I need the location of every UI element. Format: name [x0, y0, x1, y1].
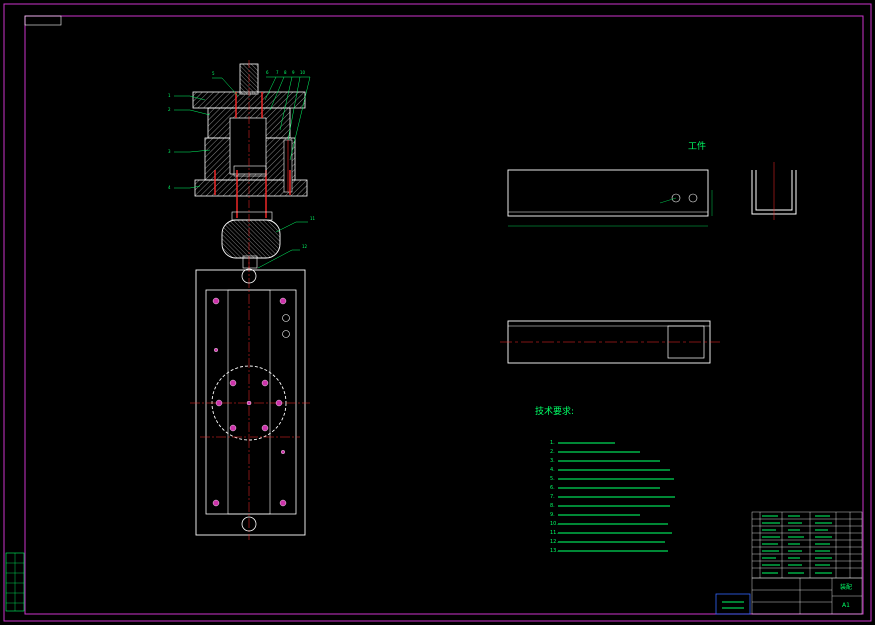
parts-list-text-marks	[762, 515, 832, 574]
balloon-label: 3	[168, 149, 171, 154]
workpiece-front-view	[507, 169, 713, 227]
tech-note: 4.	[550, 467, 555, 473]
die-assembly-section	[192, 60, 308, 270]
tech-requirements-title: 技术要求:	[535, 405, 574, 417]
die-plan-view	[190, 262, 310, 540]
balloon-leaders	[174, 76, 311, 269]
tech-note: 3.	[550, 458, 555, 464]
workpiece-u-section	[751, 162, 797, 220]
school-logo-marks	[722, 601, 744, 609]
tech-note: 13.	[550, 548, 558, 554]
tech-note: 11.	[550, 530, 558, 536]
tech-note: 1.	[550, 440, 555, 446]
balloon-label: 4	[168, 185, 171, 190]
balloon-label: 11	[310, 216, 316, 221]
balloon-label: 6	[266, 70, 269, 75]
inner-border	[24, 15, 864, 615]
tech-note: 5.	[550, 476, 555, 482]
balloon-label: 12	[302, 244, 308, 249]
title-block-number: A1	[842, 602, 850, 609]
title-tab	[24, 15, 62, 26]
balloon-label: 5	[212, 71, 215, 76]
tech-note: 7.	[550, 494, 555, 500]
title-block	[751, 577, 863, 615]
tech-notes: 1. 2. 3. 4. 5. 6. 7. 8. 9. 10. 11. 12. 1…	[550, 440, 675, 554]
workpiece-top-view	[500, 320, 720, 364]
balloon-label: 1	[168, 93, 171, 98]
parts-list	[751, 511, 863, 579]
balloon-label: 10	[300, 70, 306, 75]
workpiece-label: 工件	[688, 140, 706, 152]
tech-note: 9.	[550, 512, 555, 518]
balloon-label: 7	[276, 70, 279, 75]
tech-note: 2.	[550, 449, 555, 455]
balloon-label: 9	[292, 70, 295, 75]
school-logo-box	[715, 593, 751, 615]
tech-note: 8.	[550, 503, 555, 509]
left-stamp-lines	[6, 553, 24, 611]
tech-note: 10.	[550, 521, 558, 527]
balloon-label: 8	[284, 70, 287, 75]
outer-border	[3, 3, 872, 622]
tech-note: 12.	[550, 539, 558, 545]
tech-note: 6.	[550, 485, 555, 491]
balloon-label: 2	[168, 107, 171, 112]
title-block-name: 装配	[840, 583, 852, 591]
